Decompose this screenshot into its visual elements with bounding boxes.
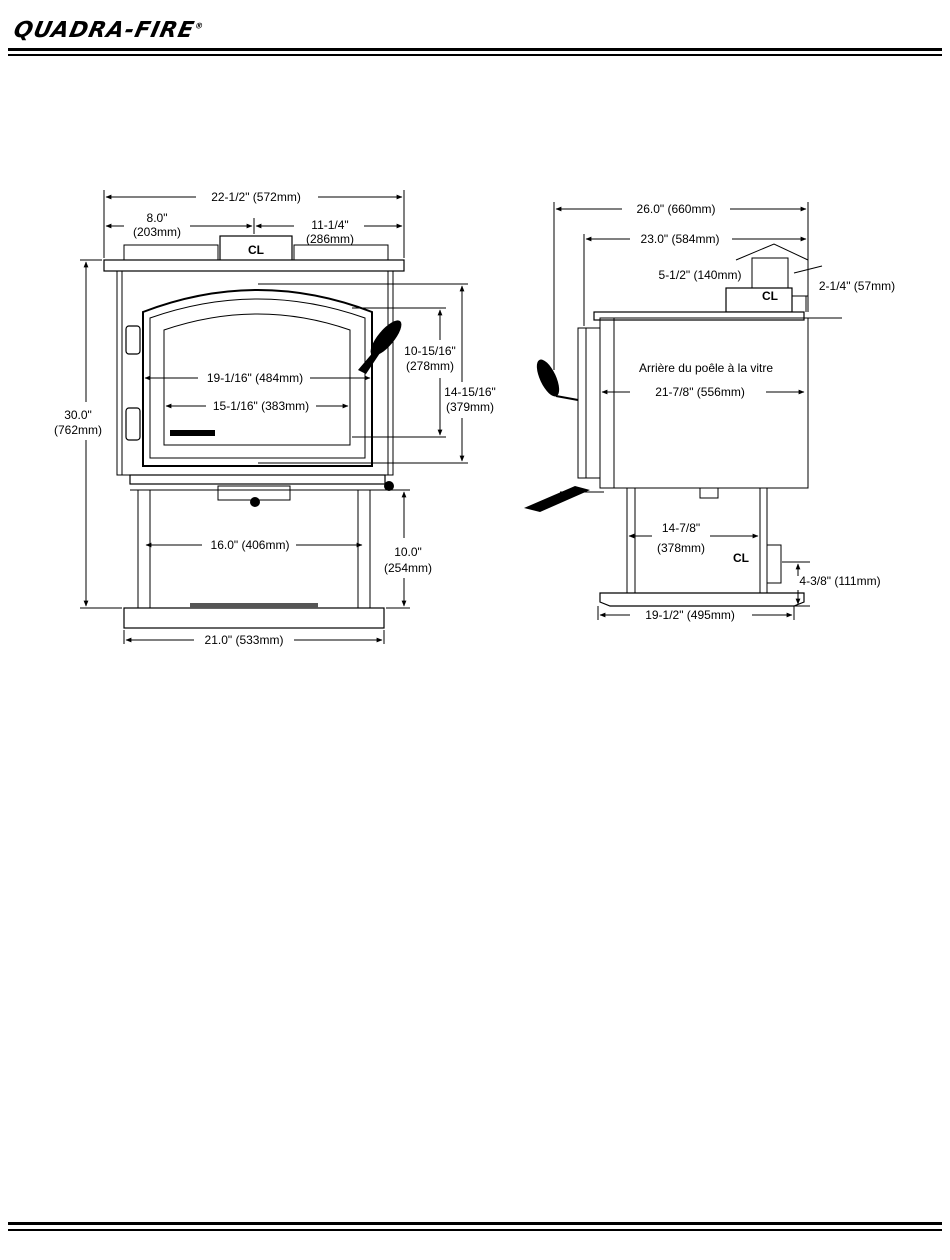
pedestal-width-label: 16.0" (406mm) [211,538,290,552]
base-width-label: 21.0" (533mm) [205,633,284,647]
base-depth-label: 19-1/2" (495mm) [645,608,735,622]
pedestal-depth-in-label: 14-7/8" [662,521,700,535]
left-to-flue-mm-label: (203mm) [133,225,181,239]
front-door-glass [163,313,351,446]
side-flue-centerline-label: CL [762,289,778,303]
upper-hinge [125,325,141,355]
door-height-mm-label: (379mm) [446,400,494,414]
door-height-in-label: 14-15/16" [444,385,496,399]
side-top-plate [593,311,805,321]
lower-hinge [125,407,141,441]
front-top-plate [103,259,405,272]
door-width-label: 19-1/16" (484mm) [207,371,303,385]
side-centerline-label: CL [733,551,749,565]
front-door-nameplate [170,430,215,436]
front-ash-lip [129,474,386,485]
overall-height-in-label: 30.0" [64,408,92,422]
flue-to-right-in-label: 11-1/4" [311,218,348,232]
side-dimensions: 26.0" (660mm) 23.0" (584mm) 5-1/2" (140m… [553,202,895,622]
side-door-handle [536,359,560,397]
back-to-glass-label: 21-7/8" (556mm) [655,385,745,399]
front-top-right-trim [293,244,389,261]
overall-width-label: 22-1/2" (572mm) [211,190,301,204]
back-to-glass-caption: Arrière du poêle à la vitre [639,361,773,375]
front-base-plate [123,607,385,629]
flue-to-back-label: 2-1/4" (57mm) [819,279,895,293]
outside-air-height-label: 4-3/8" (111mm) [799,574,880,588]
side-base-plate [599,592,805,607]
front-flue-collar [219,235,293,263]
pedestal-height-in-label: 10.0" [394,545,422,559]
front-view [103,235,405,629]
flue-to-right-mm-label: (286mm) [306,232,354,246]
header-rule-thin [8,54,942,56]
left-to-flue-in-label: 8.0" [147,211,168,225]
outside-air-inlet [766,544,782,584]
overall-depth-label: 26.0" (660mm) [637,202,716,216]
pedestal-depth-mm-label: (378mm) [657,541,705,555]
overall-height-mm-label: (762mm) [54,423,102,437]
footer-rule [8,1222,942,1225]
side-door-profile [577,327,601,479]
pedestal-height-mm-label: (254mm) [384,561,432,575]
front-dimensions: 22-1/2" (572mm) 8.0" (203mm) 11-1/4" (28… [54,190,496,647]
front-centerline-label: CL [248,243,264,257]
header-rule [8,48,942,51]
side-view [524,257,809,607]
front-door-frame [142,289,373,467]
side-flue-collar [725,287,793,313]
side-body [599,317,809,489]
side-air-lever [524,486,590,512]
back-to-flue-label: 23.0" (584mm) [641,232,720,246]
flue-offset-label: 5-1/2" (140mm) [659,268,742,282]
glass-height-in-label: 10-15/16" [404,344,456,358]
glass-width-label: 15-1/16" (383mm) [213,399,309,413]
front-top-left-trim [123,244,219,261]
footer-rule-thin [8,1229,942,1231]
glass-height-mm-label: (278mm) [406,359,454,373]
